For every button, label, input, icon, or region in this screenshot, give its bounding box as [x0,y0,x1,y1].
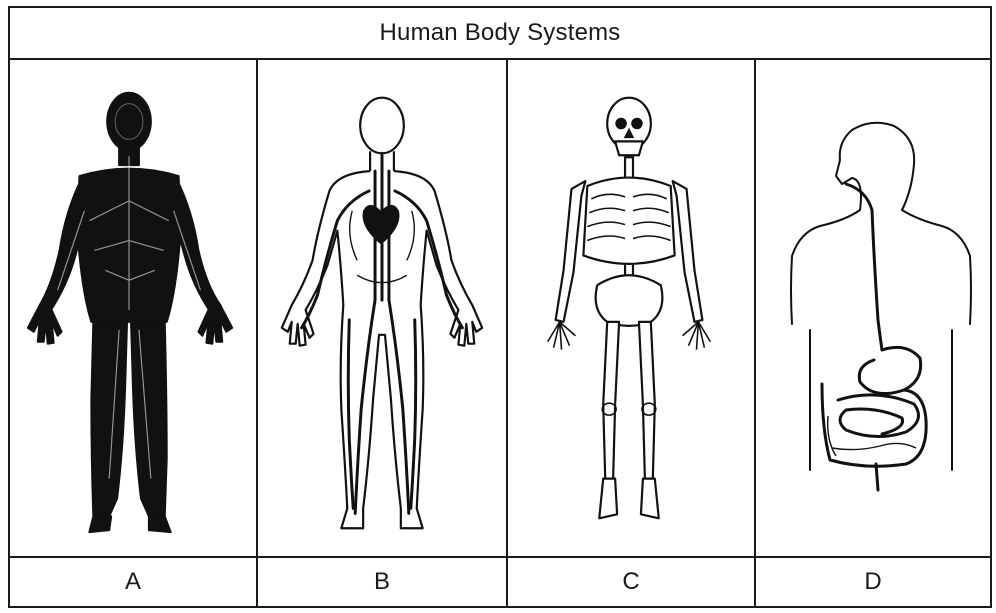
panel-b [258,60,508,556]
panel-c [508,60,756,556]
label-d: D [756,558,990,606]
label-b: B [258,558,508,606]
skeletal-system-figure [508,60,754,556]
panel-a [10,60,258,556]
body-systems-table: Human Body Systems [8,6,992,608]
labels-row: A B C D [10,556,990,606]
nervous-system-figure [10,60,256,556]
label-a: A [10,558,258,606]
panel-d [756,60,990,556]
label-c: C [508,558,756,606]
circulatory-system-figure [258,60,506,556]
digestive-system-figure [756,60,990,556]
table-title: Human Body Systems [10,8,990,60]
